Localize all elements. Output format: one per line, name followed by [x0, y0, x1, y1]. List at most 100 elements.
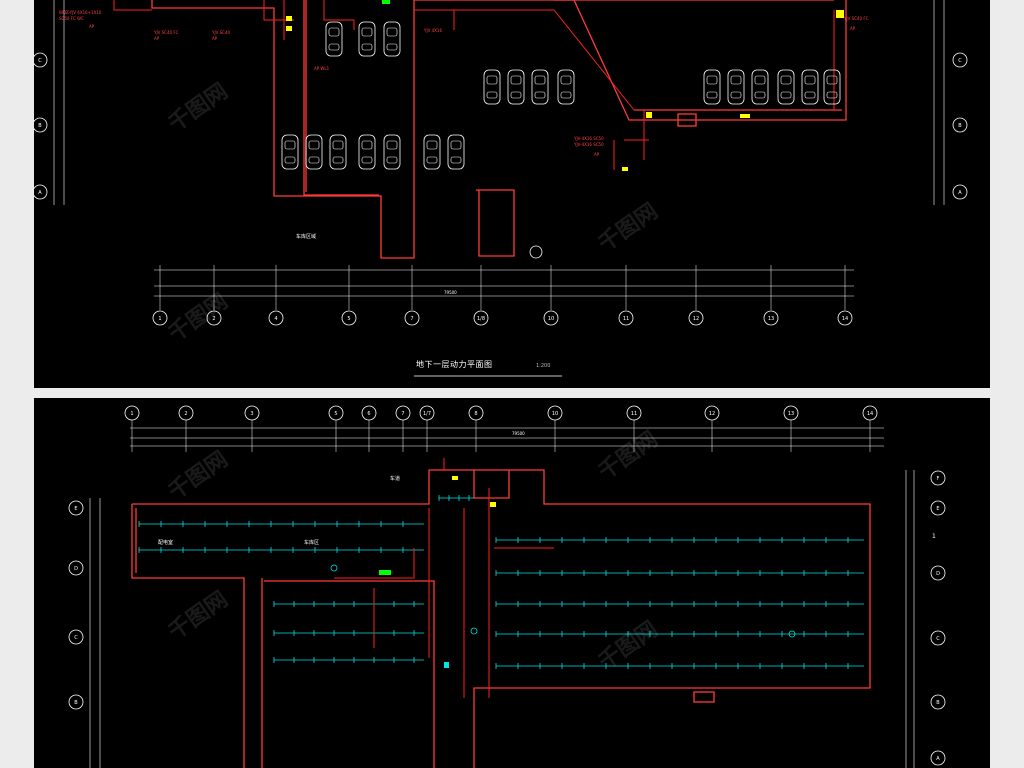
svg-text:E: E	[74, 506, 77, 512]
side-axes-bottom	[89, 470, 915, 768]
parking-car-icon	[358, 134, 376, 170]
svg-text:7: 7	[410, 316, 413, 322]
svg-text:12: 12	[693, 316, 699, 322]
svg-text:5: 5	[347, 316, 350, 322]
drawing-title: 地下一层动力平面图	[416, 360, 493, 369]
axis-bubble: 11	[618, 310, 634, 326]
axis-bubble: D	[930, 565, 946, 581]
axis-bubble: 1/8	[473, 310, 489, 326]
parking-car-icon	[383, 21, 401, 57]
svg-text:C: C	[936, 636, 940, 642]
parking-car-icon	[423, 134, 441, 170]
svg-text:AP: AP	[850, 26, 856, 31]
svg-text:13: 13	[768, 316, 774, 322]
axis-bubble: C	[930, 630, 946, 646]
parking-car-icon	[383, 134, 401, 170]
svg-text:F: F	[937, 476, 940, 482]
svg-text:A: A	[38, 190, 42, 196]
drawing-scale: 1:200	[536, 363, 551, 369]
axis-bubble: 5	[328, 405, 344, 421]
parking-car-icon	[358, 21, 376, 57]
parking-car-icon	[531, 69, 549, 105]
equipment-marks-bottom	[330, 476, 796, 668]
parking-spaces-top	[281, 21, 841, 170]
building-walls-bottom	[131, 469, 871, 768]
circuit-notes-top: WDZ-YJV 4X16+1X10 SC50 FC WC AP YJV SC40…	[59, 10, 869, 157]
axis-bubble: E	[930, 500, 946, 516]
svg-text:1/8: 1/8	[477, 316, 485, 322]
axis-bubble: A	[952, 184, 968, 200]
svg-text:D: D	[74, 566, 78, 572]
axis-bubble: B	[34, 117, 48, 133]
axis-bubble: 1	[124, 405, 140, 421]
equipment-marks-top	[286, 0, 844, 171]
parking-car-icon	[329, 134, 347, 170]
parking-car-icon	[751, 69, 769, 105]
parking-car-icon	[823, 69, 841, 105]
svg-text:14: 14	[867, 411, 873, 417]
parking-car-icon	[483, 69, 501, 105]
parking-car-icon	[447, 134, 465, 170]
axis-bubble: 12	[704, 405, 720, 421]
corner-mark: 1	[932, 533, 936, 540]
svg-text:B: B	[74, 700, 78, 706]
svg-text:配电室: 配电室	[158, 539, 173, 546]
svg-text:A: A	[936, 756, 940, 762]
svg-text:10: 10	[552, 411, 558, 417]
svg-text:车库区: 车库区	[304, 539, 319, 546]
svg-text:11: 11	[631, 411, 637, 417]
svg-text:AP WL1: AP WL1	[314, 66, 330, 71]
svg-text:AP: AP	[594, 152, 600, 157]
dimension-line-bottom	[130, 427, 884, 447]
parking-car-icon	[507, 69, 525, 105]
svg-text:2: 2	[212, 316, 215, 322]
wiring-top	[113, 0, 835, 170]
svg-text:7: 7	[401, 411, 404, 417]
wiring-bottom	[334, 458, 554, 698]
building-walls-top	[151, 0, 847, 259]
axis-bubble: 13	[783, 405, 799, 421]
svg-text:5: 5	[334, 411, 337, 417]
axis-bubble: A	[930, 750, 946, 766]
parking-car-icon	[305, 134, 323, 170]
parking-car-icon	[703, 69, 721, 105]
axis-bubble: B	[952, 117, 968, 133]
svg-text:YJV SC40 FC: YJV SC40 FC	[843, 16, 869, 21]
axis-bubble: 14	[837, 310, 853, 326]
svg-text:8: 8	[474, 411, 477, 417]
total-dimension-top: 79500	[444, 290, 457, 295]
axis-bubble: D	[68, 560, 84, 576]
north-marker	[529, 245, 543, 259]
axis-bubble: 2	[178, 405, 194, 421]
axis-bubble: C	[68, 629, 84, 645]
axis-bubble: 3	[244, 405, 260, 421]
svg-text:4: 4	[274, 316, 277, 322]
svg-text:B: B	[936, 700, 940, 706]
axis-bubble: B	[930, 694, 946, 710]
svg-text:AP: AP	[154, 36, 160, 41]
svg-text:E: E	[936, 506, 939, 512]
svg-text:6: 6	[367, 411, 370, 417]
axis-bubble: 13	[763, 310, 779, 326]
svg-text:1/7: 1/7	[423, 411, 431, 417]
parking-car-icon	[727, 69, 745, 105]
axis-bubble: 7	[395, 405, 411, 421]
axis-bubble: 7	[404, 310, 420, 326]
parking-car-icon	[801, 69, 819, 105]
axis-bubble: F	[930, 470, 946, 486]
parking-car-icon	[281, 134, 299, 170]
axis-bubble: 14	[862, 405, 878, 421]
axis-bubble: 5	[341, 310, 357, 326]
svg-text:C: C	[958, 58, 962, 64]
svg-text:B: B	[958, 123, 962, 129]
axis-bubble: C	[34, 52, 48, 68]
axis-bubble: A	[34, 184, 48, 200]
svg-text:B: B	[38, 123, 42, 129]
svg-text:1: 1	[158, 316, 161, 322]
axis-bubble: 11	[626, 405, 642, 421]
axis-bubble: 2	[206, 310, 222, 326]
